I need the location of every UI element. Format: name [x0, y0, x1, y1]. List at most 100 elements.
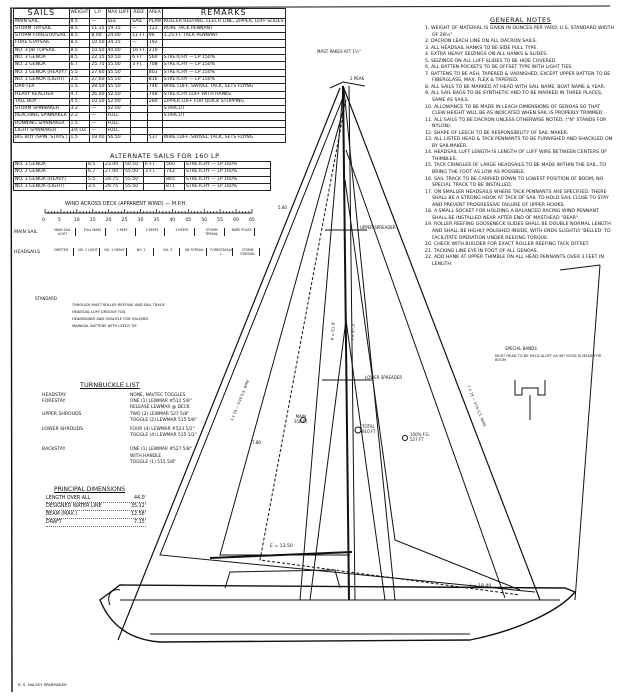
dimension-row: Draft7.15': [46, 520, 146, 527]
table-cell: Stretchy — LP 160%: [184, 168, 271, 177]
table-cell: 55.00: [123, 168, 144, 177]
dimension-row: Beam (max.)12.58': [46, 512, 146, 519]
backstay: [117, 87, 341, 641]
table-cell: 55.50: [105, 75, 132, 85]
table-cell: No. 3 Jib Topsail: [13, 46, 70, 56]
general-note: 2. Dacron leach line on all Dacron sails…: [425, 39, 537, 45]
headsail-range: No. 1 light: [77, 248, 101, 256]
table-cell: Starcut: [161, 112, 286, 121]
luff-detail-top: [559, 264, 601, 271]
table-cell: —: [89, 112, 107, 121]
table-cell: 55.50: [123, 175, 144, 184]
general-note: 5. Seizings on all luff slides to be hid…: [425, 58, 557, 64]
table-cell: 210: [146, 46, 163, 56]
general-note: 1. Weight of material is given in ounces…: [425, 26, 614, 38]
masthead-note: 2 peak: [350, 76, 365, 81]
lower-shroud-fwd: [345, 319, 386, 601]
mainsail-range: 2 reefs: [140, 228, 166, 236]
table-cell: 4.5: [68, 97, 91, 107]
headsail-range: Forestaysail: [210, 248, 234, 256]
table-cell: [130, 75, 148, 85]
table-cell: 10.50: [89, 97, 107, 107]
table-row: Running Spinnaker1.5—Full: [13, 119, 286, 129]
table-cell: 5.5: [86, 175, 104, 184]
mast: [342, 85, 350, 601]
mainsail-range: 3 reefs: [169, 228, 196, 236]
mainsail-range: 1 reef: [110, 228, 136, 236]
table-cell: No. 3 Genoa: [13, 160, 87, 170]
wind-tick-label: 15: [89, 218, 96, 223]
table-cell: Stretchy — LP 150%: [161, 68, 286, 77]
mainsail-range: Main sail light: [50, 228, 76, 236]
table-cell: No. 1 Genoa (heavy): [13, 68, 70, 77]
wind-tick-label: 10: [73, 218, 80, 223]
luff-detail-line: [574, 264, 601, 601]
table-cell: Running Spinnaker: [13, 119, 70, 129]
table-cell: No. 1 Genoa (light): [13, 182, 87, 192]
table-row: No. 1 Genoa (heavy)5.527.6055.50803Stret…: [13, 68, 286, 77]
table-cell: [130, 119, 148, 129]
table-cell: [130, 105, 148, 114]
table-cell: 56.50: [105, 134, 132, 143]
turnbuckle-row: ForestayOne (1) Lewmar #511 5/8"Release …: [42, 399, 242, 411]
table-cell: 55.50: [105, 83, 132, 92]
table-cell: [146, 119, 163, 129]
table-cell: 708: [146, 61, 163, 70]
upper-spreader-label: Upper spreader: [360, 225, 396, 230]
table-cell: 3.2: [68, 105, 91, 114]
total-centroid-marker: [354, 426, 362, 434]
headstay: [342, 85, 541, 601]
general-note: 22. Add hank at upper thimble on all hea…: [425, 255, 604, 267]
table-header: Weight: [68, 8, 91, 19]
table-cell: 27.60: [89, 75, 107, 85]
table-cell: [161, 46, 286, 56]
turnbuckle-row: HeadstayNone, Navtec toggles: [42, 393, 242, 399]
turnbuckle-name: Upper Shrouds: [42, 411, 82, 417]
table-row: Main Sail8.5—SeeSailPlanRoller reefing, …: [13, 17, 286, 26]
general-note: 12. Shape of leech to be responsibility …: [425, 130, 569, 136]
general-note: 16. Sail track to be carried down to low…: [425, 176, 604, 189]
wind-tick-label: 55: [217, 218, 223, 223]
table-row: Big Boy (Spin. Stays.)1.519.0056.50537Wi…: [13, 134, 286, 143]
upper-shroud: [299, 89, 344, 601]
table-cell: [143, 182, 165, 192]
table-cell: 11 ft.: [130, 32, 148, 41]
table-cell: No. 1 Genoa (light): [13, 75, 70, 85]
table-cell: Storm Spinnaker: [13, 105, 70, 114]
general-note: 9. All sail bags to be synthetic and to …: [425, 91, 603, 104]
table-cell: 27.60: [89, 68, 107, 77]
table-cell: [161, 119, 286, 129]
general-notes-title-text: General Notes: [490, 16, 552, 24]
table-cell: 3.5: [68, 75, 91, 85]
general-note: 13. All listed head & tack pennants to b…: [425, 137, 613, 149]
table-row: No. 1 Genoa (heavy)5.529.7555.50865Stret…: [13, 175, 271, 184]
fore-centroid-marker: [402, 435, 408, 441]
table-cell: 19.00: [89, 134, 107, 143]
wind-tick-label: 50: [201, 218, 208, 223]
table-cell: 803: [146, 68, 163, 77]
table-cell: 6.7: [86, 168, 104, 177]
table-cell: —: [89, 17, 107, 26]
boom: [209, 551, 353, 559]
turnbuckle-spec-line: Toggle (2) Lewmar 515 5/8": [130, 417, 197, 423]
turnbuckle-spec: None, Navtec toggles: [130, 393, 185, 399]
cabin-house: [224, 569, 341, 589]
table-cell: 280: [146, 97, 163, 107]
mainsail-range: Full main: [80, 228, 106, 236]
main-centroid-marker: [300, 417, 306, 423]
hull: [99, 584, 577, 643]
table-cell: 11.15: [89, 24, 107, 34]
e-dimension-label: E = 13.50: [270, 544, 293, 549]
main-area-label: Main358 ft: [294, 414, 308, 424]
general-note: 20. Check with builder for exact roller …: [425, 242, 590, 248]
main-label: Main: [295, 414, 306, 419]
table-cell: —: [89, 127, 107, 136]
table-cell: [130, 97, 148, 107]
turnbuckle-name: Lower Shrouds: [42, 427, 84, 433]
table-cell: 865: [164, 175, 185, 184]
table-cell: 560: [164, 160, 185, 170]
